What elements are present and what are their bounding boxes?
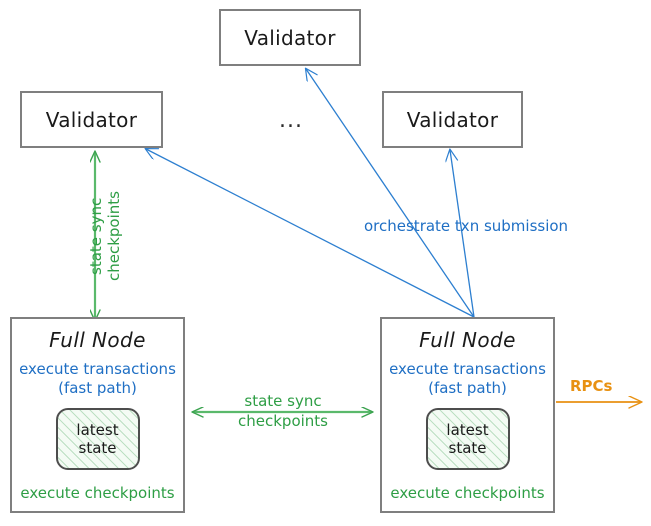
validator-right-box[interactable]: Validator: [382, 91, 523, 148]
fullnode-right-state-line2: state: [448, 438, 487, 457]
fullnode-left-box[interactable]: Full Node execute transactions (fast pat…: [10, 317, 185, 513]
edge-fullnode-right-to-validator-right: [450, 150, 475, 318]
edge-label-state-sync-vertical-line2: checkpoints: [105, 191, 123, 281]
fullnode-right-execute-line2: (fast path): [428, 378, 507, 397]
fullnode-left-execute-line1: execute transactions: [19, 360, 176, 378]
validator-left-box[interactable]: Validator: [20, 91, 163, 148]
fullnode-right-title: Full Node: [419, 328, 516, 352]
fullnode-right-latest-state: latest state: [425, 407, 510, 470]
edge-fullnode-right-to-validator-left: [146, 149, 475, 318]
fullnode-left-state-line1: latest: [76, 420, 119, 439]
fullnode-left-execute-transactions: execute transactions (fast path): [19, 360, 176, 398]
fullnode-right-execute-checkpoints: execute checkpoints: [390, 483, 545, 502]
edge-label-rpcs: RPCs: [570, 377, 613, 395]
edge-label-state-sync-vertical-line1: state sync: [87, 197, 105, 275]
fullnode-right-execute-line1: execute transactions: [389, 360, 546, 378]
edge-label-state-sync-horizontal-line1: state sync: [244, 392, 322, 410]
fullnode-right-execute-transactions: execute transactions (fast path): [389, 360, 546, 398]
validator-left-label: Validator: [45, 107, 138, 132]
edge-fullnode-right-to-validator-top: [306, 69, 475, 318]
fullnode-right-box[interactable]: Full Node execute transactions (fast pat…: [380, 317, 555, 513]
fullnode-left-execute-checkpoints: execute checkpoints: [20, 483, 175, 502]
edge-label-orchestrate-txn-submission: orchestrate txn submission: [364, 217, 569, 235]
fullnode-left-title: Full Node: [49, 328, 146, 352]
fullnode-left-execute-line2: (fast path): [58, 378, 137, 397]
fullnode-left-latest-state: latest state: [55, 407, 140, 470]
validators-ellipsis: ...: [279, 108, 303, 133]
edge-label-state-sync-horizontal-line2: checkpoints: [238, 412, 328, 430]
validator-top-label: Validator: [244, 25, 336, 50]
fullnode-right-state-line1: latest: [446, 420, 489, 439]
validator-right-label: Validator: [406, 107, 499, 132]
validator-top-box[interactable]: Validator: [219, 9, 361, 66]
fullnode-left-state-line2: state: [78, 438, 117, 457]
